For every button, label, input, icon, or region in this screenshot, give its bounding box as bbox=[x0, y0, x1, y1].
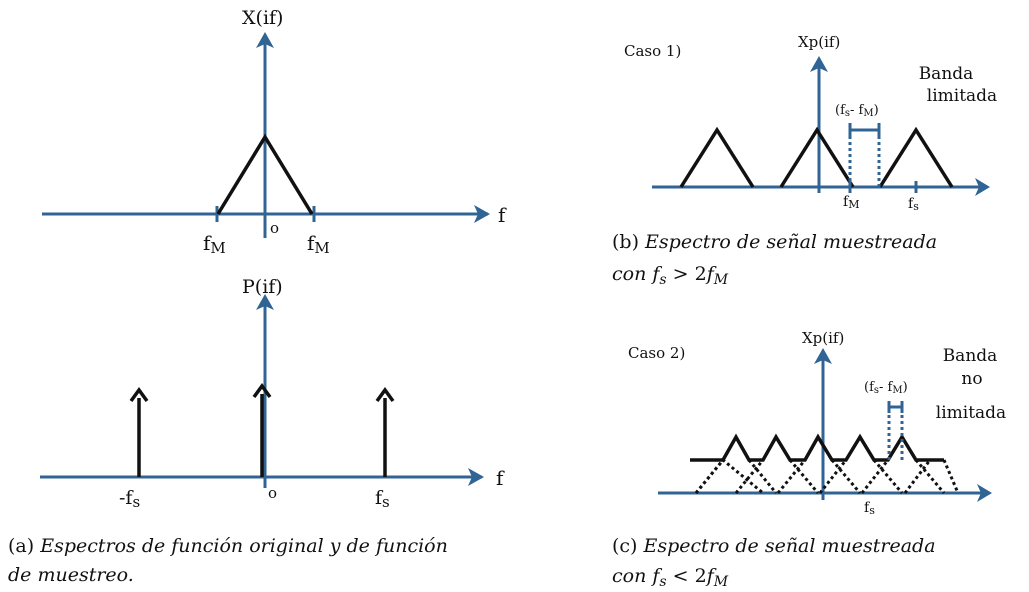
original-spectrum-triangle bbox=[216, 133, 314, 215]
panel-a-bottom-diagram: P(if) f o -fs fs bbox=[40, 276, 505, 511]
tick-left-label: -fs bbox=[119, 487, 140, 511]
y-axis-label: Xp(if) bbox=[802, 329, 844, 347]
case-label: Caso 2) bbox=[628, 344, 685, 362]
panel-a-top-diagram: X(if) f o fM fM bbox=[42, 7, 507, 257]
aliased-spectrum-solid bbox=[690, 433, 944, 462]
spectrum-copy-left bbox=[679, 126, 755, 188]
impulse-left bbox=[129, 387, 149, 477]
spectrum-copy-center bbox=[779, 126, 855, 188]
y-axis-label: P(if) bbox=[242, 276, 283, 298]
panel-c-diagram: Caso 2) Xp(if) Banda no limitada (fs- fM… bbox=[628, 329, 1006, 517]
caption-c-line2: con fs < 2fM bbox=[612, 565, 729, 590]
tick-fs-label: fs bbox=[864, 500, 875, 517]
band-line2: limitada bbox=[927, 86, 997, 106]
tick-left-label: fM bbox=[203, 231, 226, 257]
aliased-overlap-dotted bbox=[694, 459, 960, 494]
origin-label: o bbox=[270, 219, 279, 237]
tick-right-label: fs bbox=[375, 487, 390, 511]
band-line1: Banda bbox=[919, 64, 974, 84]
x-axis-arrowhead bbox=[977, 484, 992, 502]
case-label: Caso 1) bbox=[624, 42, 681, 60]
x-axis-arrowhead bbox=[474, 205, 490, 223]
impulse-center bbox=[252, 383, 272, 477]
y-axis-arrowhead bbox=[256, 294, 274, 310]
caption-b-line1: (b) Espectro de señal muestreada bbox=[612, 231, 937, 253]
x-axis-arrowhead bbox=[975, 178, 990, 196]
gap-label: (fs- fM) bbox=[864, 380, 908, 396]
caption-a-line2: de muestreo. bbox=[8, 564, 134, 586]
band-line3: limitada bbox=[936, 403, 1006, 423]
x-axis-arrowhead bbox=[468, 468, 484, 486]
y-axis-arrowhead bbox=[256, 32, 274, 48]
panel-b-diagram: Caso 1) Xp(if) Banda limitada (fs- fM) f… bbox=[624, 33, 997, 213]
tick-fs-label: fs bbox=[908, 196, 919, 213]
origin-label: o bbox=[268, 484, 277, 502]
x-axis-label: f bbox=[498, 203, 507, 227]
y-axis-label: Xp(if) bbox=[798, 33, 840, 51]
caption-a-line1: (a) Espectros de función original y de f… bbox=[8, 535, 448, 557]
tick-fm-label: fM bbox=[843, 194, 859, 211]
x-axis-label: f bbox=[496, 466, 505, 490]
y-axis-arrowhead bbox=[810, 56, 828, 72]
gap-label: (fs- fM) bbox=[835, 103, 879, 119]
band-line1: Banda bbox=[943, 346, 998, 366]
y-axis-label: X(if) bbox=[242, 7, 283, 29]
caption-c-line1: (c) Espectro de señal muestreada bbox=[612, 535, 936, 557]
caption-b-line2: con fs > 2fM bbox=[612, 263, 729, 288]
tick-right-label: fM bbox=[307, 231, 330, 257]
y-axis-arrowhead bbox=[814, 348, 832, 364]
spectrum-copy-right bbox=[878, 126, 954, 188]
impulse-right bbox=[375, 387, 395, 477]
band-line2: no bbox=[961, 369, 982, 389]
